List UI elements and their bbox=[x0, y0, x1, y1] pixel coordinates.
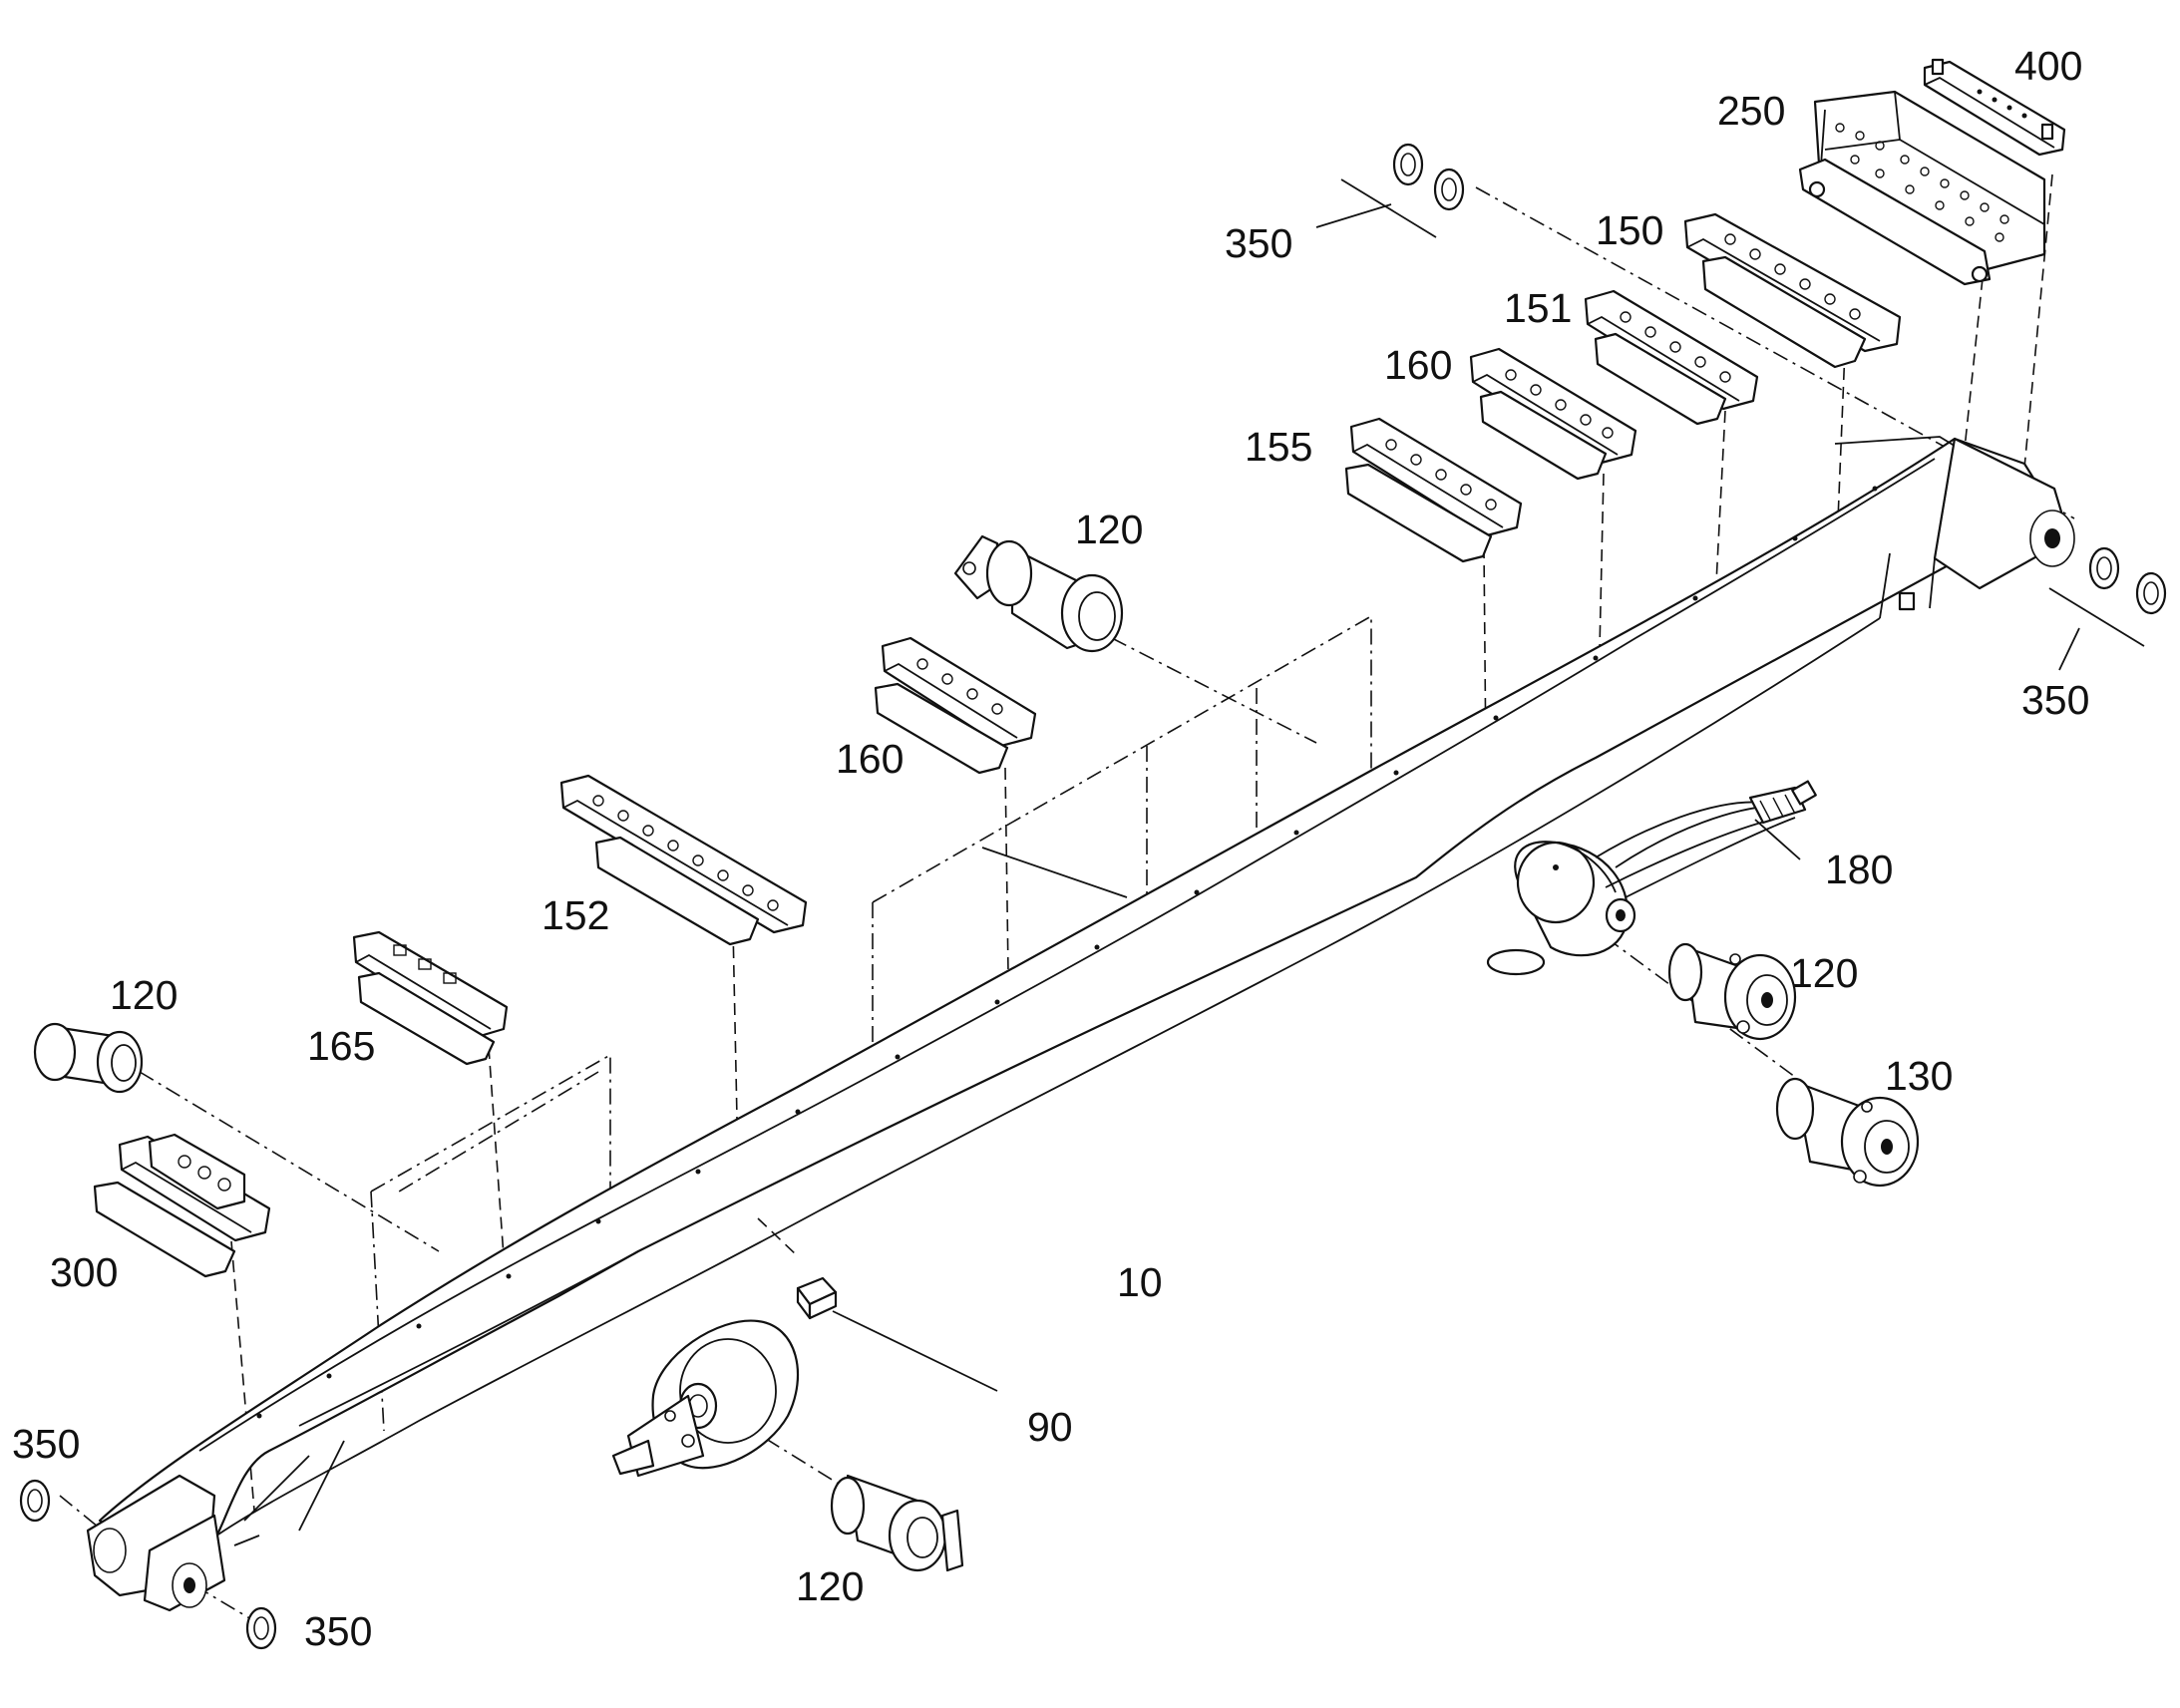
callout-120-left: 120 bbox=[110, 972, 178, 1018]
bracket-90 bbox=[796, 1276, 838, 1320]
cylinder-mount bbox=[1486, 841, 1636, 976]
callout-350-bottom: 350 bbox=[304, 1608, 372, 1654]
callout-350-left: 350 bbox=[12, 1421, 80, 1467]
callout-180: 180 bbox=[1825, 847, 1893, 892]
boom-rivets bbox=[256, 486, 1878, 1419]
callout-350-right: 350 bbox=[2021, 677, 2089, 723]
manifold-152 bbox=[559, 774, 808, 946]
callout-350-top: 350 bbox=[1225, 220, 1292, 266]
washers-350-right bbox=[2048, 546, 2167, 671]
washer-350-bottom bbox=[245, 1606, 277, 1650]
callout-labels: 400 250 350 150 151 160 155 120 350 160 … bbox=[12, 43, 2089, 1654]
pin-130 bbox=[1775, 1077, 1920, 1188]
washer-350-left bbox=[19, 1479, 51, 1523]
plate-400 bbox=[1923, 58, 2066, 157]
callout-160-mid: 160 bbox=[836, 736, 904, 782]
callout-130: 130 bbox=[1885, 1053, 1953, 1099]
pin-120-top bbox=[953, 534, 1124, 653]
callout-165: 165 bbox=[307, 1023, 375, 1069]
valve-block-250 bbox=[1798, 90, 2046, 286]
callout-250: 250 bbox=[1717, 88, 1785, 134]
callout-151: 151 bbox=[1504, 285, 1572, 331]
callout-120-right: 120 bbox=[1790, 950, 1858, 996]
callout-120-bottom: 120 bbox=[796, 1563, 864, 1609]
manifold-160-top bbox=[1469, 347, 1637, 481]
pin-120-left bbox=[33, 1022, 144, 1094]
callout-400: 400 bbox=[2014, 43, 2082, 89]
callout-300: 300 bbox=[50, 1249, 118, 1295]
hose-180 bbox=[1595, 780, 1817, 898]
boom-10 bbox=[86, 436, 2075, 1612]
callout-160-top: 160 bbox=[1384, 342, 1452, 388]
callout-155: 155 bbox=[1245, 424, 1312, 470]
manifold-165 bbox=[352, 930, 509, 1066]
manifold-151 bbox=[1584, 289, 1759, 426]
pivot-bracket bbox=[611, 1319, 800, 1478]
washers-350-top bbox=[1315, 143, 1465, 238]
callout-150: 150 bbox=[1596, 207, 1663, 253]
callout-10: 10 bbox=[1117, 1259, 1163, 1305]
manifold-160-mid bbox=[874, 636, 1037, 775]
manifold-155 bbox=[1344, 417, 1523, 563]
manifold-300 bbox=[93, 1133, 271, 1278]
pin-120-bottom bbox=[830, 1474, 964, 1572]
callout-90: 90 bbox=[1027, 1404, 1073, 1450]
callout-152: 152 bbox=[542, 892, 609, 938]
callout-leaders bbox=[832, 819, 1801, 1392]
callout-120-top: 120 bbox=[1075, 507, 1143, 552]
pin-120-right bbox=[1667, 942, 1797, 1041]
manifold-150 bbox=[1683, 212, 1902, 369]
